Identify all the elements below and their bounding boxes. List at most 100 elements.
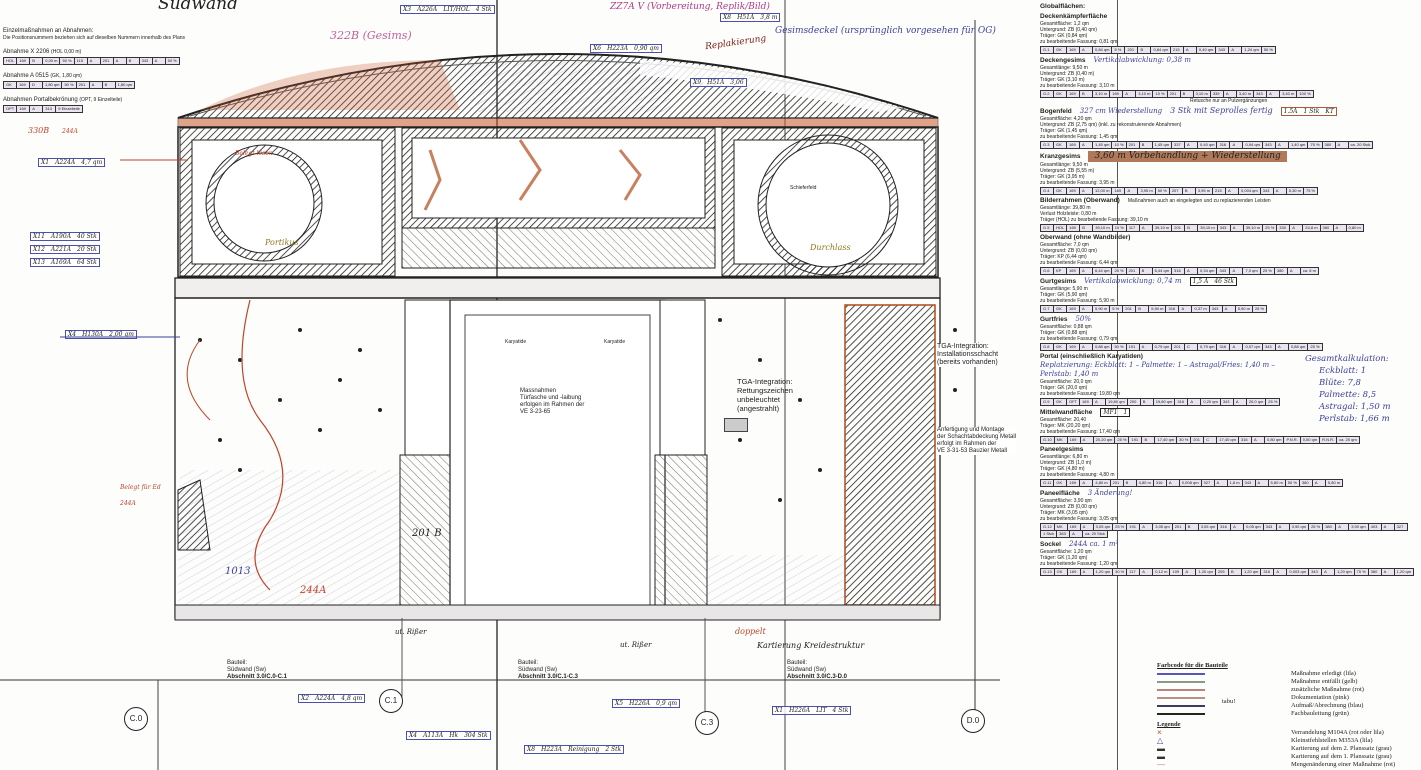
area-detail: zu bearbeitende Fassung: 1,20 qm bbox=[1040, 561, 1118, 567]
area-detail: Gesamtlänge: 6,80 m bbox=[1040, 454, 1088, 460]
table-cell: GK bbox=[1053, 479, 1068, 487]
table-cell: 50 % bbox=[1111, 343, 1127, 351]
hand-tag-cell: 46 Stk bbox=[1214, 278, 1235, 285]
table-cell: A bbox=[1311, 479, 1326, 487]
table-cell: A bbox=[1124, 187, 1139, 195]
hand-tag-cell: A224A bbox=[55, 159, 76, 166]
table-cell: A bbox=[1138, 224, 1153, 232]
hand-tag-cell: LIT/HOL bbox=[443, 6, 470, 13]
table-cell: 117 bbox=[1126, 568, 1141, 576]
table-cell: 316 bbox=[1165, 305, 1180, 313]
table-cell: 1,20 qm bbox=[1195, 568, 1216, 576]
karyatide-label: Karyatide bbox=[505, 339, 527, 345]
table-cell: 343 bbox=[1253, 90, 1268, 98]
area-detail: Gesamtlänge: 9,50 m bbox=[1040, 162, 1088, 168]
table-cell: 0,003 qm bbox=[1286, 568, 1310, 576]
table-cell: A bbox=[1079, 436, 1094, 444]
legend-symbol-icon: — bbox=[1157, 760, 1165, 769]
hand-tag-cell: MF1 bbox=[1103, 409, 1118, 416]
table-cell: 30 % bbox=[1112, 568, 1128, 576]
side-note-title: Gesamtkalkulation: bbox=[1305, 354, 1389, 364]
table-cell: A bbox=[1165, 479, 1180, 487]
legend-color-label: Aufmaß/Abrechnung (blau) bbox=[1291, 702, 1364, 709]
table-cell: B bbox=[1138, 141, 1153, 149]
table-cell: R.N.R. bbox=[1319, 436, 1338, 444]
area-detail: Gesamtfläche: 1,2 qm bbox=[1040, 21, 1089, 27]
table-cell: B bbox=[1179, 90, 1194, 98]
legend-symbol-label: Mengenänderung einer Maßnahme (rot) bbox=[1291, 761, 1396, 768]
measures-line: erfolgen im Rahmen der bbox=[520, 402, 585, 408]
table-cell: 25 % bbox=[1262, 224, 1278, 232]
table-cell: 3,10 m bbox=[1135, 90, 1154, 98]
area-detail: Gesamtfläche: 1,20 qm bbox=[1040, 549, 1092, 555]
hand-tag-cell: X8 bbox=[527, 746, 536, 753]
table-cell: 3,10 m bbox=[1192, 90, 1211, 98]
table-cell: 6,44 qm bbox=[1092, 267, 1113, 275]
table-cell: 201 bbox=[1122, 305, 1137, 313]
shaft-cover-line: der Schachtabdeckung Metall bbox=[937, 434, 1017, 440]
tga-shaft-note: TGA-Integration: Installationsschacht (b… bbox=[937, 343, 999, 367]
hand-tag-cell: 2 Stk bbox=[605, 746, 622, 753]
hand-tag-cell: X13 bbox=[33, 259, 45, 266]
side-note-item: Palmette: 8,5 bbox=[1319, 390, 1377, 400]
table-cell: 343 bbox=[1262, 523, 1277, 531]
table-cell: 343 bbox=[1219, 398, 1234, 406]
table-cell: GK bbox=[1053, 398, 1067, 406]
table-cell: A bbox=[1069, 530, 1084, 538]
hand-tag-cell: 1 Stk bbox=[1303, 108, 1320, 115]
table-cell: A bbox=[1079, 187, 1093, 195]
installation-shaft bbox=[844, 304, 936, 606]
table-cell: 169 bbox=[1066, 141, 1080, 149]
table-cell: C bbox=[1184, 343, 1199, 351]
table-cell: A bbox=[1178, 305, 1193, 313]
shaft-cover-line: erfolgt im Rahmen der bbox=[937, 441, 997, 447]
table-cell: 0,88 qm bbox=[1092, 343, 1113, 351]
hand-tag-cell: H223A bbox=[607, 45, 629, 52]
right-pilaster bbox=[659, 299, 706, 456]
legend-color-swatch bbox=[1157, 705, 1205, 707]
table-cell: 0,88 qm bbox=[1287, 343, 1309, 351]
area-block: Oberwand (ohne Wandbilder)Gesamtfläche: … bbox=[1040, 234, 1415, 275]
legend-symbol-row: ▬Kartierung auf dem 1. Planssatz (grau) bbox=[1157, 753, 1417, 761]
hand-tag-cell: X1 bbox=[41, 159, 50, 166]
hand-tag-cell: 4,8 qm bbox=[341, 695, 363, 702]
area-detail: Gesamtfläche: 7,0 qm bbox=[1040, 242, 1089, 248]
hand-tag-cell: 1.5A bbox=[1283, 108, 1298, 115]
hand-tag-cell: 4 Stk bbox=[475, 6, 492, 13]
hand-tag-cell: A113A bbox=[423, 732, 444, 739]
table-cell: 1,8 m bbox=[1226, 479, 1243, 487]
area-detail: zu bearbeitende Fassung: 3,05 qm bbox=[1040, 516, 1118, 522]
area-detail: Verlust Holzleiste: 0,80 m bbox=[1040, 211, 1097, 217]
table-cell: 215 bbox=[1169, 46, 1184, 54]
table-cell: 201 bbox=[1125, 141, 1140, 149]
table-cell: 25 % bbox=[1265, 398, 1281, 406]
table-cell: 3,95 m bbox=[1194, 187, 1214, 195]
table-cell: 169 bbox=[1066, 90, 1080, 98]
tga-signs-note: TGA-Integration: Rettungszeichen unbeleu… bbox=[737, 377, 793, 413]
area-detail: Träger: GK (1,20 qm) bbox=[1040, 555, 1088, 561]
legend-color-swatch bbox=[1157, 673, 1205, 675]
karyatide-label: Karyatide bbox=[604, 339, 626, 345]
area-title-text: Bogenfeld bbox=[1040, 108, 1072, 115]
legend-color-row: Aufmaß/Abrechnung (blau) bbox=[1157, 702, 1417, 710]
table-cell: GK bbox=[1053, 141, 1067, 149]
table-cell: 100 % bbox=[1296, 90, 1314, 98]
table-cell: B bbox=[1079, 224, 1094, 232]
area-block: Bilderrahmen (Oberwand)Maßnahmen auch an… bbox=[1040, 197, 1415, 232]
mapping-dots bbox=[198, 318, 957, 502]
table-cell: 0,94 qm bbox=[1242, 141, 1263, 149]
table-cell: 1,45 qm bbox=[1151, 141, 1173, 149]
hand-tag-cell: 2,00 qm bbox=[109, 331, 134, 338]
tga-shaft-line: (bereits vorhanden) bbox=[937, 359, 998, 366]
area-title-text: Mittelwandfläche bbox=[1040, 409, 1093, 416]
cornice-note: Gesimsdeckel (ursprünglich vorgesehen fü… bbox=[775, 26, 996, 36]
